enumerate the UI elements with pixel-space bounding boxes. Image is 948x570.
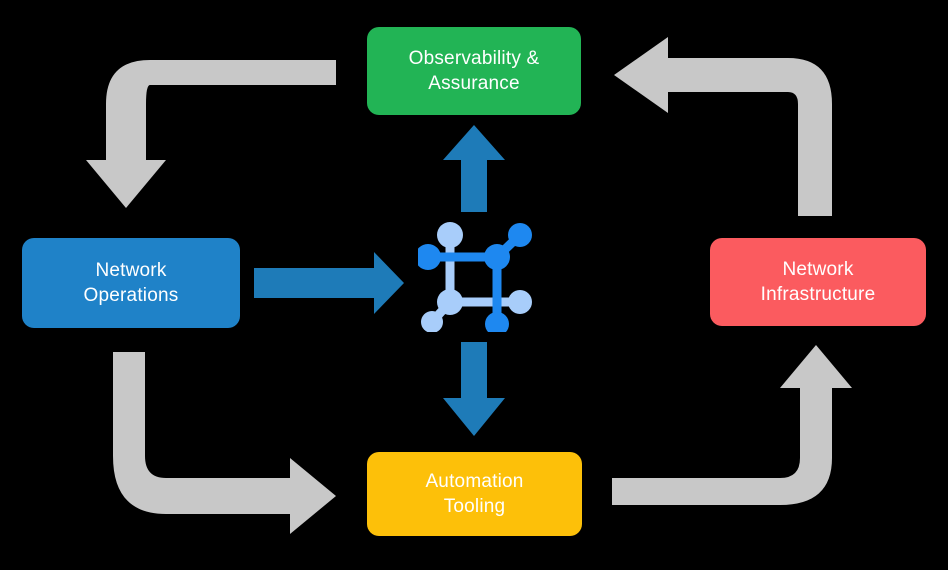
arrow-operations-to-center <box>254 252 404 314</box>
arrow-automation-to-infrastructure <box>612 345 852 505</box>
arrow-operations-to-automation <box>113 352 336 534</box>
arrow-infrastructure-to-observability <box>614 37 832 216</box>
arrow-center-to-automation <box>443 342 505 436</box>
arrow-center-to-observability <box>443 125 505 212</box>
arrow-observability-to-operations <box>86 60 336 208</box>
node-network-operations[interactable]: Network Operations <box>22 238 240 328</box>
network-topology-icon <box>418 222 532 332</box>
node-observability-assurance[interactable]: Observability & Assurance <box>367 27 581 115</box>
node-automation-tooling[interactable]: Automation Tooling <box>367 452 582 536</box>
node-network-infrastructure[interactable]: Network Infrastructure <box>710 238 926 326</box>
